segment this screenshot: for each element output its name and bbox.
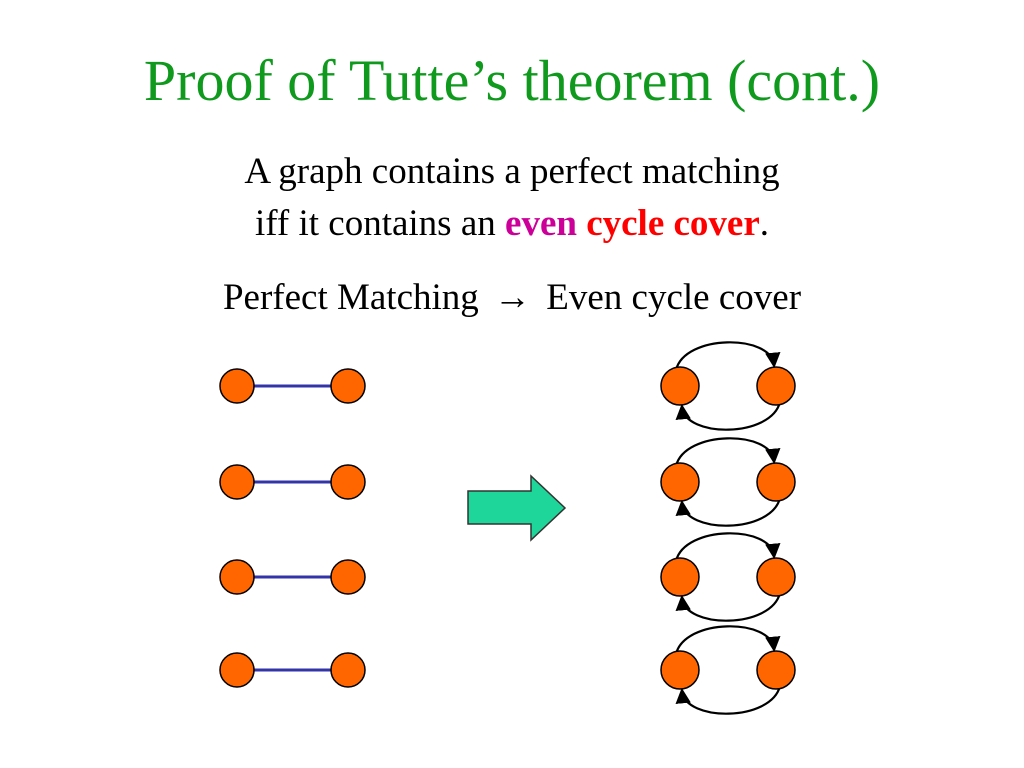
cycle-arc <box>675 401 782 431</box>
graph-node <box>330 368 366 404</box>
direction-line: Perfect Matching → Even cycle cover <box>0 276 1024 320</box>
even-cycle-cover-group <box>660 341 796 715</box>
highlight-cycle-cover: cycle cover <box>586 203 760 244</box>
perfect-matching-group <box>219 368 366 688</box>
cycle-arc <box>674 625 781 655</box>
graph-node <box>330 652 366 688</box>
graph-node <box>219 368 255 404</box>
graph-node <box>756 650 796 690</box>
graph-node <box>756 557 796 597</box>
direction-right: Even cycle cover <box>546 277 802 318</box>
graph-node <box>660 462 700 502</box>
statement-line-2-suffix: . <box>759 203 770 244</box>
statement-line-2: iff it contains an even cycle cover. <box>0 202 1024 246</box>
graph-node <box>330 559 366 595</box>
cycle-arc <box>674 532 781 562</box>
cycle-arc <box>675 685 782 715</box>
graph-node <box>219 464 255 500</box>
graph-node <box>660 650 700 690</box>
implies-arrow-icon: → <box>494 277 532 318</box>
cycle-arc <box>674 437 781 467</box>
graph-node <box>219 559 255 595</box>
slide-title: Proof of Tutte’s theorem (cont.) <box>143 48 881 113</box>
graph-node <box>660 557 700 597</box>
cycle-arc <box>675 497 782 527</box>
statement-line-1: A graph contains a perfect matching <box>244 151 780 192</box>
transform-arrow-group <box>467 474 567 542</box>
block-arrow-right-icon <box>467 474 567 542</box>
statement-line-2-prefix: iff it contains an <box>254 203 496 244</box>
highlight-even: even <box>505 203 577 244</box>
graph-node <box>660 366 700 406</box>
direction-left: Perfect Matching <box>222 277 479 318</box>
graph-node <box>756 366 796 406</box>
graph-node <box>219 652 255 688</box>
cycle-arc <box>675 592 782 622</box>
graph-node <box>330 464 366 500</box>
graph-node <box>756 462 796 502</box>
cycle-arc <box>674 341 781 371</box>
